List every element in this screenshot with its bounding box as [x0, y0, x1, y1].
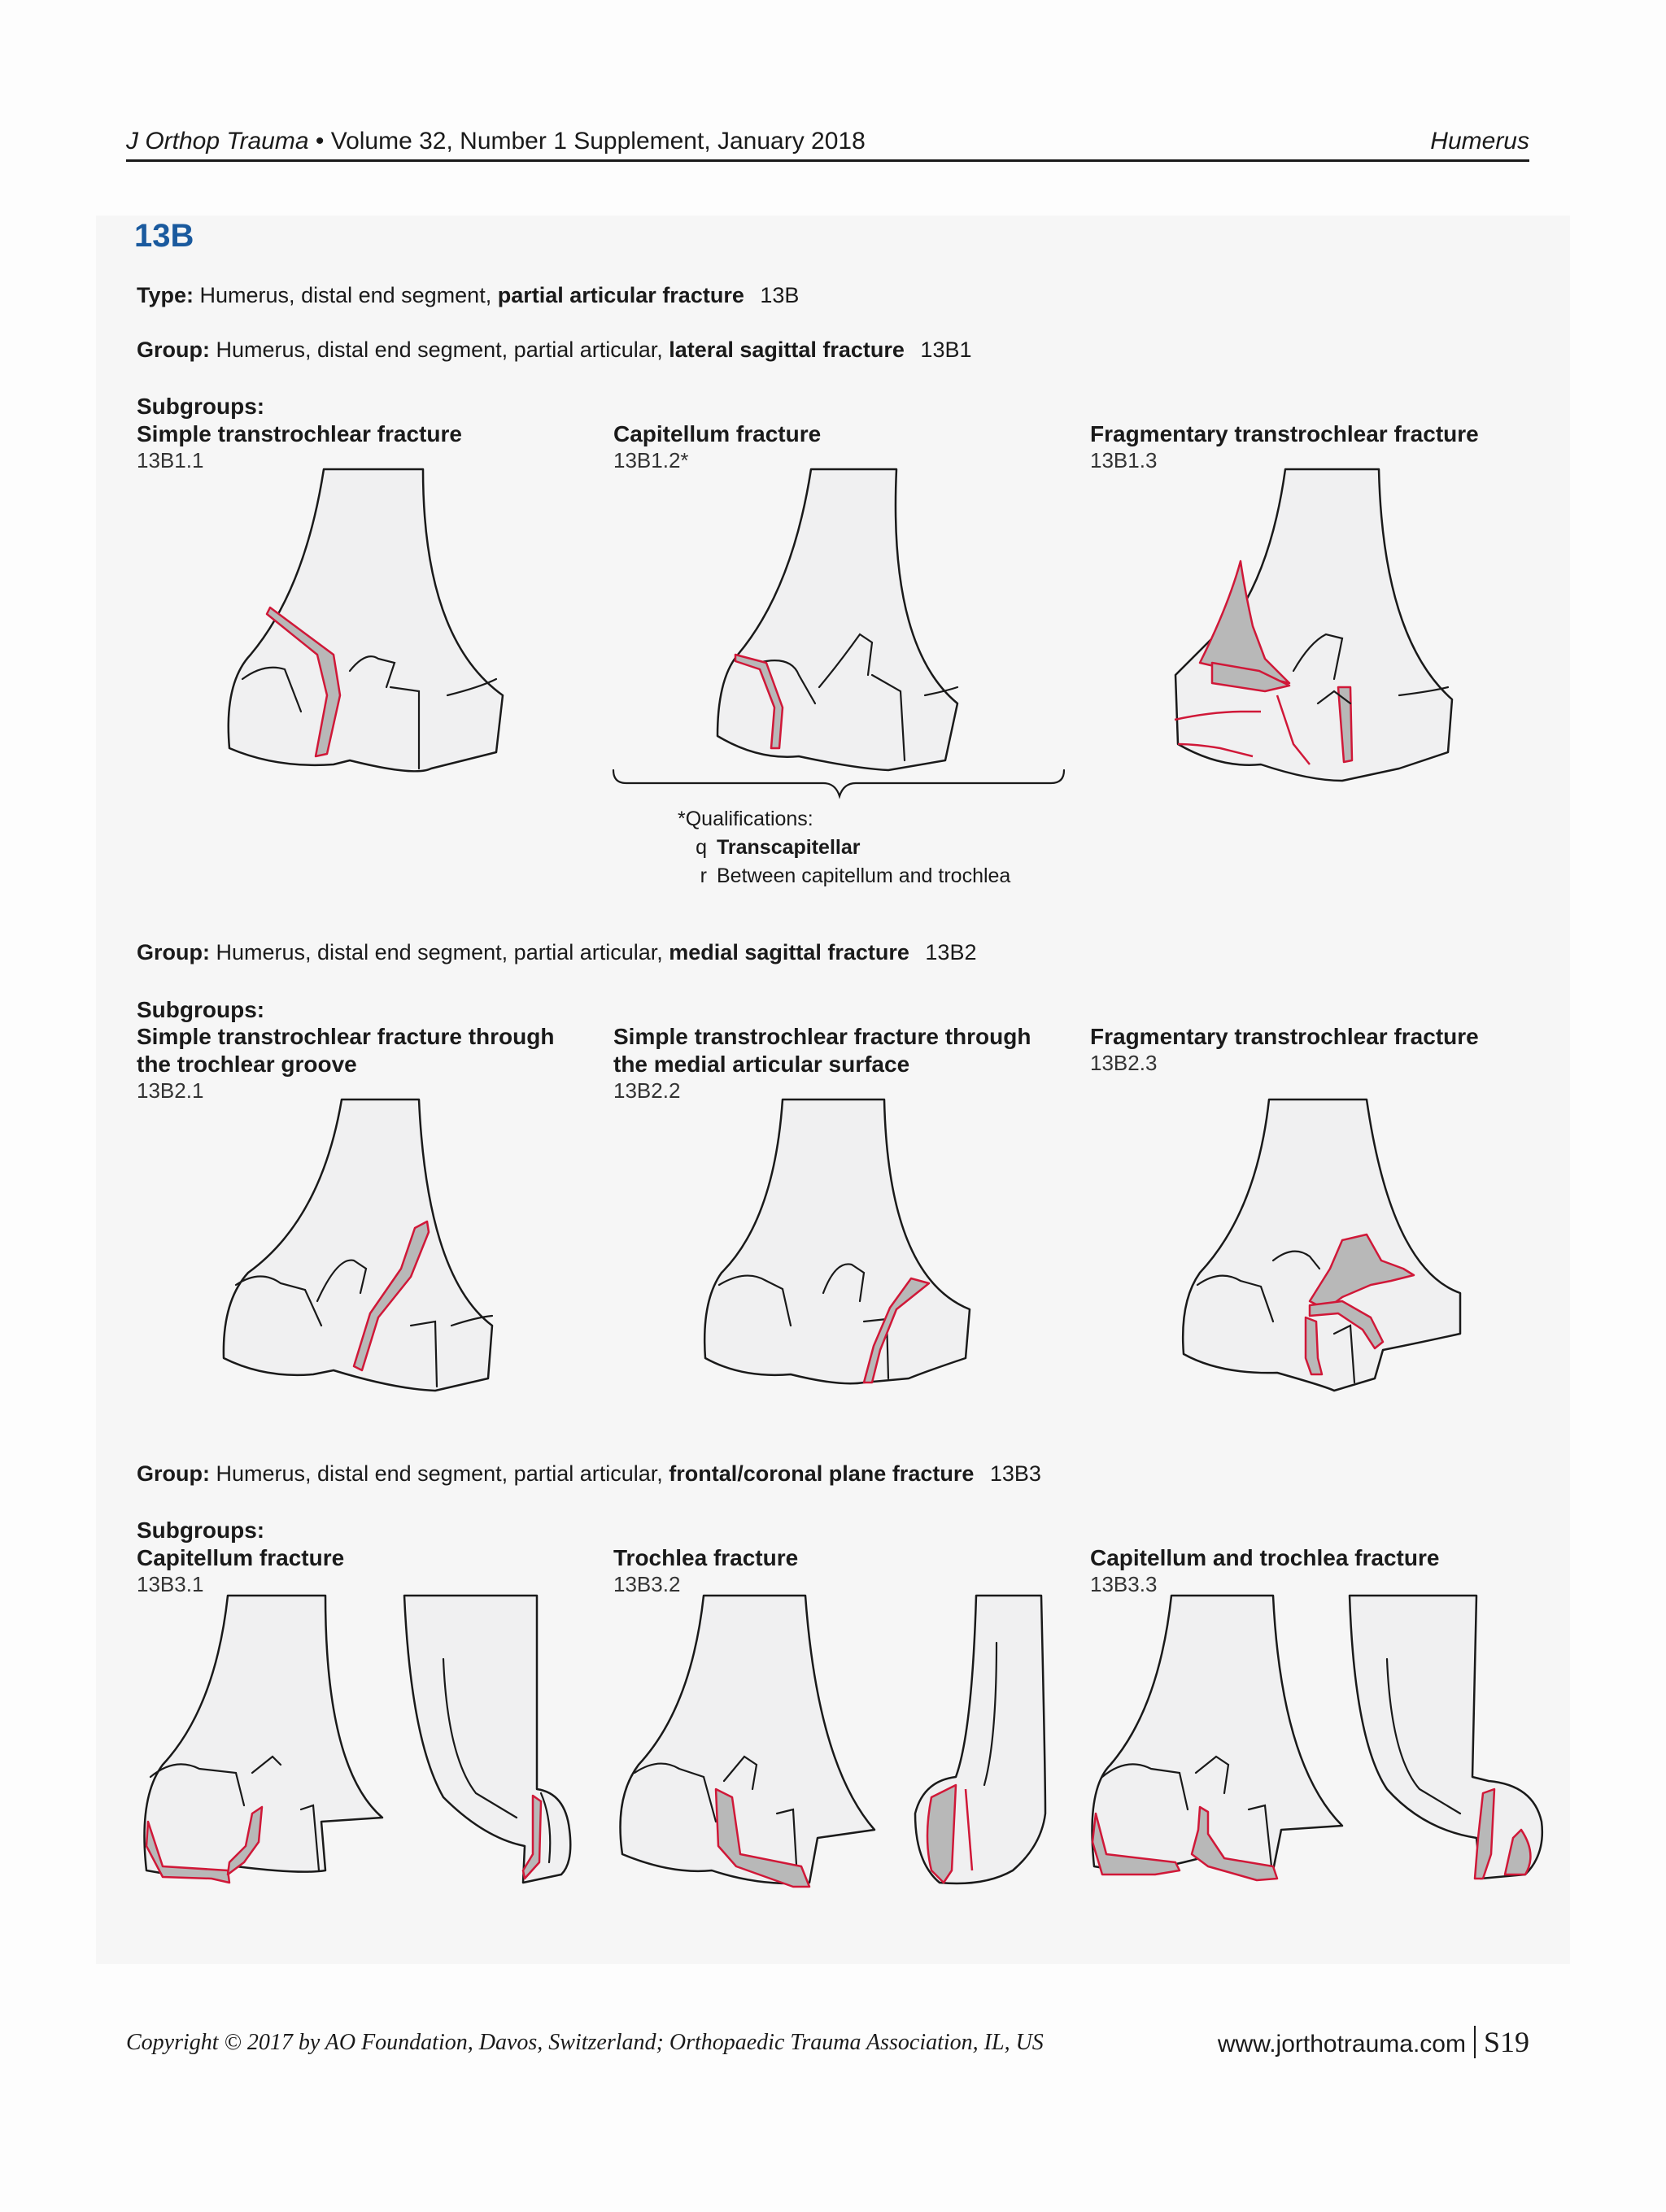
journal-citation: J Orthop Trauma • Volume 32, Number 1 Su… [126, 128, 866, 155]
subgroup-13b1-3: Fragmentary transtrochlear fracture 13B1… [1090, 421, 1479, 472]
subgroup-13b2-1: Simple transtrochlear fracture through t… [137, 1024, 555, 1103]
group-line-13b3: Group: Humerus, distal end segment, part… [137, 1461, 1041, 1486]
subgroup-13b2-2: Simple transtrochlear fracture through t… [613, 1024, 1031, 1103]
group-line-13b2: Group: Humerus, distal end segment, part… [137, 940, 977, 964]
illustration-13b1-1 [227, 468, 504, 773]
illustration-13b3-3-side [1348, 1594, 1543, 1880]
illustration-13b3-2-side [914, 1594, 1047, 1885]
illustration-13b2-3 [1181, 1098, 1462, 1392]
group-line-13b1: Group: Humerus, distal end segment, part… [137, 337, 972, 362]
type-line: Type: Humerus, distal end segment, parti… [137, 283, 800, 307]
illustration-13b1-2 [716, 468, 959, 772]
subgroup-13b3-2: Trochlea fracture 13B3.2 [613, 1545, 799, 1596]
volume-info: Volume 32, Number 1 Supplement, January … [330, 128, 866, 155]
qualifications-title: *Qualifications: [678, 808, 813, 830]
illustration-13b3-1-front [143, 1594, 384, 1884]
qualification-brace [612, 769, 1066, 799]
subgroups-heading: Subgroups: [137, 394, 265, 419]
subgroup-13b1-2: Capitellum fracture 13B1.2* [613, 421, 822, 472]
subgroup-13b1-1: Simple transtrochlear fracture 13B1.1 [137, 421, 462, 472]
header-rule [126, 159, 1529, 162]
illustration-13b1-3 [1174, 468, 1454, 782]
section-label: Humerus [1430, 128, 1529, 155]
subgroups-heading: Subgroups: [137, 1517, 265, 1543]
illustration-13b3-2-front [619, 1594, 876, 1888]
illustration-13b3-1-side [403, 1594, 572, 1884]
running-header: J Orthop Trauma • Volume 32, Number 1 Su… [126, 124, 1529, 159]
illustration-13b2-2 [703, 1098, 971, 1385]
section-number: 13B [134, 218, 194, 254]
subgroup-13b2-3: Fragmentary transtrochlear fracture 13B2… [1090, 1024, 1479, 1075]
illustration-13b3-3-front [1091, 1594, 1344, 1882]
subgroup-13b3-1: Capitellum fracture 13B3.1 [137, 1545, 345, 1596]
subgroup-13b3-3: Capitellum and trochlea fracture 13B3.3 [1090, 1545, 1440, 1596]
page-number: S19 [1473, 2026, 1529, 2058]
journal-name: J Orthop Trauma [126, 128, 309, 155]
subgroups-heading: Subgroups: [137, 997, 265, 1022]
journal-url[interactable]: www.jorthotrauma.com [1217, 2031, 1466, 2057]
illustration-13b2-1 [222, 1098, 494, 1392]
copyright: Copyright © 2017 by AO Foundation, Davos… [126, 2030, 1044, 2055]
page-footer: www.jorthotrauma.com S19 [1218, 2025, 1529, 2059]
